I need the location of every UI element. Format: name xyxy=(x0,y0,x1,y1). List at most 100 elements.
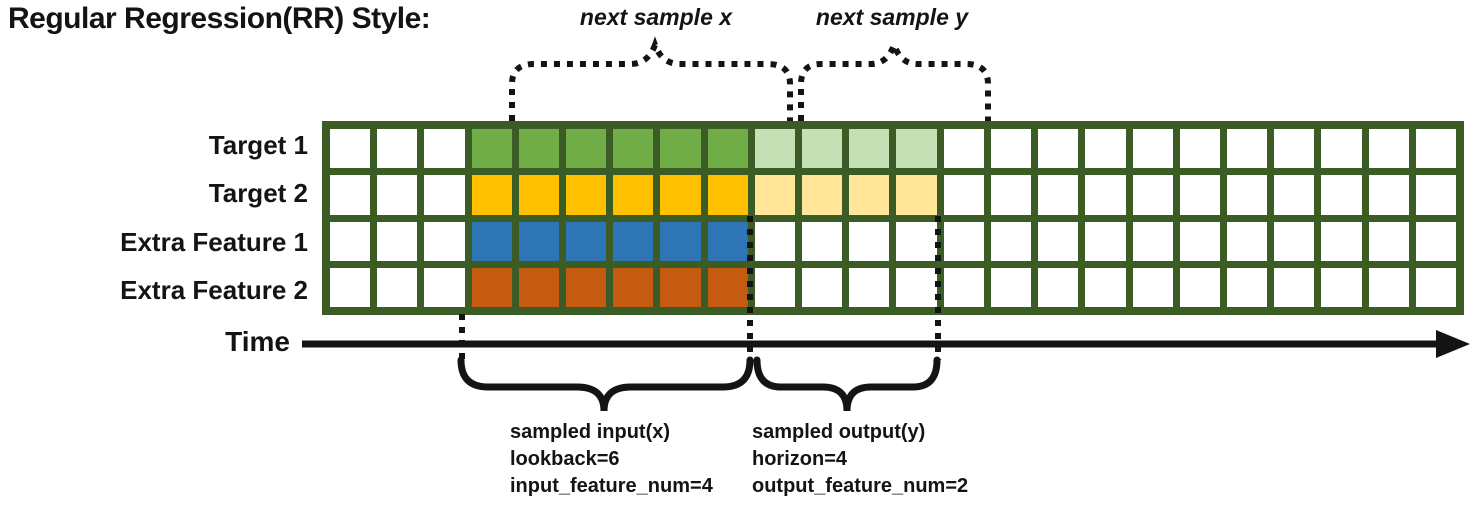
grid-cell xyxy=(613,221,654,261)
grid-cell xyxy=(896,267,937,307)
grid-cell xyxy=(849,267,890,307)
grid-cell xyxy=(1038,221,1079,261)
grid-cell xyxy=(1415,267,1456,307)
next-sample-x-brace xyxy=(509,36,793,121)
grid-cell xyxy=(943,129,984,169)
grid-cell xyxy=(660,221,701,261)
grid-cell xyxy=(566,175,607,215)
grid-cell xyxy=(1132,175,1173,215)
sampled-input-annotation: sampled input(x) lookback=6 input_featur… xyxy=(510,419,713,500)
page-title: Regular Regression(RR) Style: xyxy=(8,2,431,35)
grid-cell xyxy=(849,129,890,169)
grid-cell xyxy=(849,175,890,215)
grid-cell xyxy=(471,221,512,261)
grid-cell xyxy=(849,221,890,261)
grid-cell xyxy=(802,221,843,261)
grid-cell xyxy=(1038,267,1079,307)
grid-cell xyxy=(1368,175,1409,215)
grid-cell xyxy=(566,129,607,169)
grid-cell xyxy=(613,129,654,169)
row-label-target-1: Target 1 xyxy=(208,129,308,160)
grid-cell xyxy=(896,221,937,261)
grid-cell xyxy=(424,175,465,215)
grid-cell xyxy=(1226,129,1268,169)
grid-cell xyxy=(330,129,371,169)
grid-cell xyxy=(471,175,512,215)
grid-cell xyxy=(1179,267,1220,307)
grid-cell xyxy=(377,267,418,307)
grid-cell xyxy=(1415,221,1456,261)
grid-cell xyxy=(943,267,984,307)
grid-cell xyxy=(330,221,371,261)
row-label-extra-feature-2: Extra Feature 2 xyxy=(120,275,308,306)
grid-cell xyxy=(377,175,418,215)
grid-cell xyxy=(471,267,512,307)
grid-cell xyxy=(424,267,465,307)
grid-cell xyxy=(990,129,1032,169)
grid-cell xyxy=(896,129,937,169)
grid-cell xyxy=(754,221,796,261)
next-sample-y-label: next sample y xyxy=(815,4,969,30)
grid-cell xyxy=(660,129,701,169)
time-axis-arrowhead-icon xyxy=(1436,330,1470,358)
grid-cell xyxy=(990,267,1032,307)
grid-cell xyxy=(424,221,465,261)
grid-cell xyxy=(754,175,796,215)
grid-cell xyxy=(330,267,371,307)
grid-cell xyxy=(471,129,512,169)
grid-cell xyxy=(1132,267,1173,307)
grid-cell xyxy=(1085,129,1126,169)
grid-cell xyxy=(990,175,1032,215)
grid-cell xyxy=(566,221,607,261)
grid-cell xyxy=(518,129,560,169)
output-feature-num-line: output_feature_num=2 xyxy=(752,475,969,497)
grid-cell xyxy=(990,221,1032,261)
grid-cell xyxy=(1226,221,1268,261)
grid-cell xyxy=(1132,221,1173,261)
grid-cell xyxy=(802,129,843,169)
sampled-input-brace xyxy=(457,356,754,412)
grid-cell xyxy=(1179,129,1220,169)
next-sample-y-brace xyxy=(798,36,991,121)
sampled-output-line: sampled output(y) xyxy=(752,421,926,443)
grid-cell xyxy=(754,129,796,169)
grid-cell xyxy=(1321,221,1362,261)
grid-cell xyxy=(377,129,418,169)
grid-cell xyxy=(943,175,984,215)
grid-cell xyxy=(1321,267,1362,307)
sample-grid xyxy=(322,121,1464,315)
grid-cell xyxy=(613,175,654,215)
grid-cell xyxy=(707,175,748,215)
sampled-input-line: sampled input(x) xyxy=(510,421,671,443)
grid-cell xyxy=(1368,221,1409,261)
grid-cell xyxy=(330,175,371,215)
grid-cell xyxy=(424,129,465,169)
row-label-target-2: Target 2 xyxy=(208,178,308,209)
grid-cell xyxy=(1085,267,1126,307)
grid-cell xyxy=(1415,175,1456,215)
horizon-line: horizon=4 xyxy=(752,448,848,470)
grid-cell xyxy=(707,129,748,169)
grid-cell xyxy=(1274,267,1315,307)
grid-cell xyxy=(613,267,654,307)
input-feature-num-line: input_feature_num=4 xyxy=(510,475,713,497)
next-sample-x-label: next sample x xyxy=(579,4,733,30)
grid-cell xyxy=(660,175,701,215)
grid-cell xyxy=(1321,175,1362,215)
grid-cell xyxy=(660,267,701,307)
grid-cell xyxy=(1274,175,1315,215)
row-label-extra-feature-1: Extra Feature 1 xyxy=(120,226,308,257)
time-axis-label: Time xyxy=(225,326,290,357)
grid-cell xyxy=(896,175,937,215)
grid-cell xyxy=(1085,221,1126,261)
grid-cell xyxy=(802,175,843,215)
grid-cell xyxy=(1321,129,1362,169)
sampled-output-brace xyxy=(753,356,941,412)
grid-cell xyxy=(1132,129,1173,169)
grid-cell xyxy=(1226,175,1268,215)
grid-cell xyxy=(1368,129,1409,169)
grid-cell xyxy=(802,267,843,307)
grid-cell xyxy=(518,221,560,261)
grid-cell xyxy=(1415,129,1456,169)
